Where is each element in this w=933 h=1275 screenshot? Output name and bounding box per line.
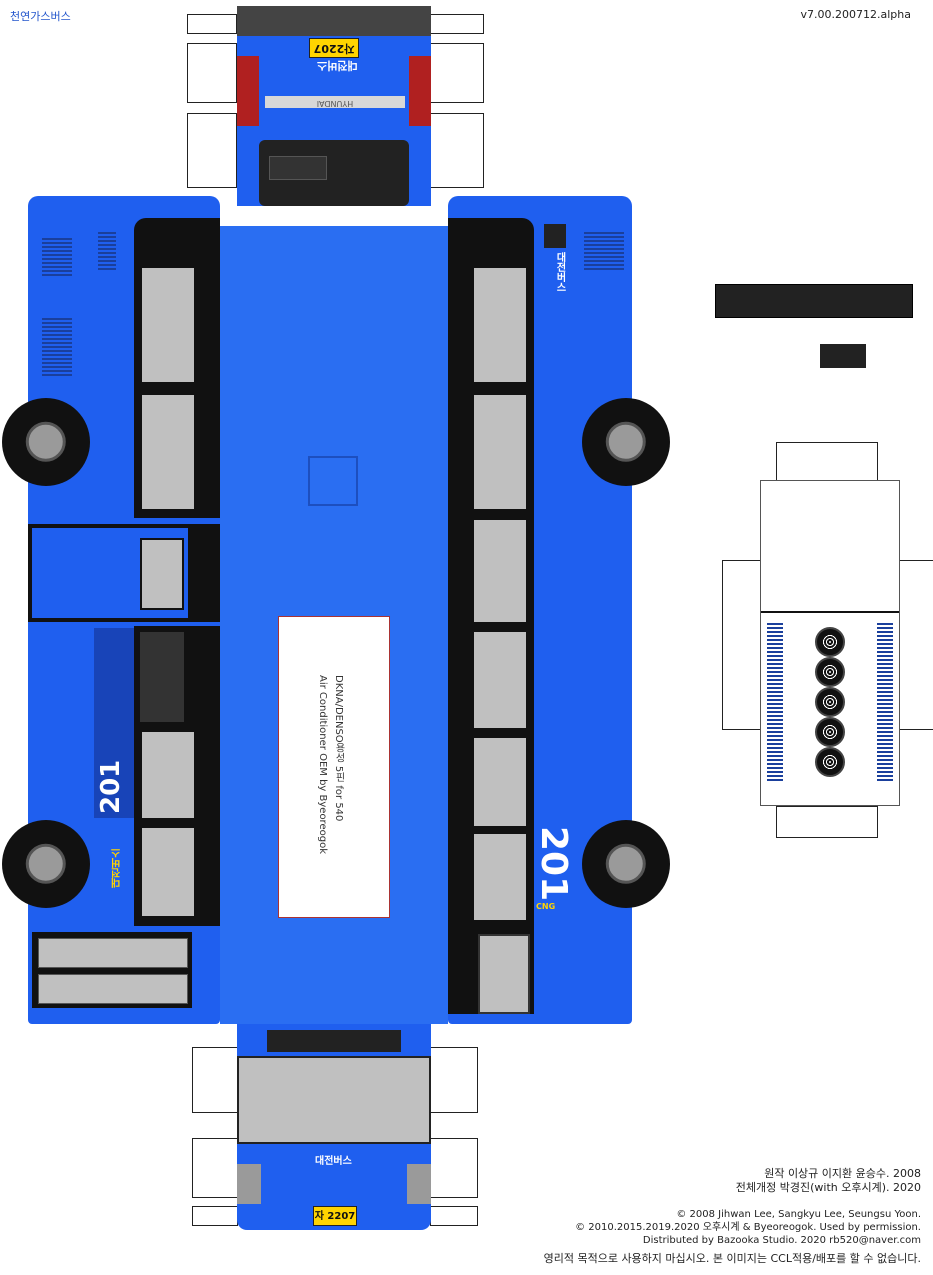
rear-bumper-top — [237, 6, 431, 36]
fan-icon — [815, 687, 845, 717]
window-strip-left-lower — [134, 626, 220, 926]
rear-brand-bar: HYUNDAI — [265, 96, 405, 108]
side-window — [140, 826, 196, 918]
side-window — [472, 736, 528, 828]
glue-tab — [192, 1047, 238, 1113]
engine-louver — [38, 974, 188, 1004]
vent-grille — [42, 236, 72, 276]
route-number-left: 201 — [96, 759, 126, 814]
wheel-icon — [2, 398, 90, 486]
vent-grille — [767, 621, 783, 781]
fan-icon — [815, 657, 845, 687]
engine-louver — [38, 938, 188, 968]
door-window — [140, 538, 184, 610]
vent-grille — [42, 316, 72, 376]
fan-icon — [815, 627, 845, 657]
side-window — [472, 266, 528, 384]
glue-tab — [192, 1206, 238, 1226]
glue-tab — [192, 1138, 238, 1198]
window-strip-left-upper — [134, 218, 220, 518]
side-window — [472, 832, 528, 922]
roof-panel: Air Conditioner OEM by Byeoreogok DKNA/D… — [220, 226, 448, 1024]
front-company-label: 대전버스 — [315, 1156, 352, 1167]
front-door-window — [478, 934, 530, 1014]
version-label: v7.00.200712.alpha — [800, 8, 911, 21]
front-panel: 대전버스 자 2207 — [237, 1024, 431, 1230]
rear-company-label: 대전버스 — [317, 59, 358, 72]
rear-window — [259, 140, 409, 206]
credit-distribution: Distributed by Bazooka Studio. 2020 rb52… — [642, 1235, 921, 1246]
dark-window — [140, 632, 184, 722]
engine-door — [32, 932, 192, 1008]
credit-revision: 전체개정 박경진(with 오후시계). 2020 — [735, 1181, 921, 1194]
side-vent — [544, 224, 566, 248]
side-window — [472, 518, 528, 624]
wheel-icon — [2, 820, 90, 908]
front-destination-sign — [267, 1030, 401, 1052]
right-company-text: 대전버스 — [554, 252, 565, 292]
ac-text-2: DKNA/DENSO용성 5핀 for 540 — [333, 675, 344, 822]
usage-notice: 영리적 목적으로 사용하지 마십시오. 본 이미지는 CCL적용/배포를 할 수… — [543, 1252, 921, 1265]
cng-badge: CNG — [536, 902, 556, 911]
roof-hatch — [308, 456, 358, 506]
side-window — [140, 393, 196, 511]
glue-tab — [430, 1138, 478, 1198]
glue-tab — [722, 560, 762, 730]
rear-lamp-left — [237, 56, 259, 126]
glue-tab — [898, 560, 933, 730]
headlamp-left — [237, 1164, 261, 1204]
credit-original: 원작 이상규 이지환 윤승수. 2008 — [764, 1167, 921, 1180]
ac-text-1: Air Conditioner OEM by Byeoreogok — [317, 675, 328, 854]
sheet-title: 천연가스버스 — [10, 10, 71, 23]
side-company-text: 대전버스 — [112, 848, 123, 888]
rear-panel: 자2207 대전버스 HYUNDAI — [237, 36, 431, 206]
side-window — [140, 266, 196, 384]
ac-unit-label: Air Conditioner OEM by Byeoreogok DKNA/D… — [278, 616, 390, 918]
spare-sign-small — [820, 344, 866, 368]
fan-icon — [815, 717, 845, 747]
glue-tab — [776, 442, 878, 482]
glue-tab — [430, 1206, 478, 1226]
glue-tab — [776, 806, 878, 838]
left-door — [28, 524, 220, 622]
spare-destination-sign — [715, 284, 913, 318]
side-window — [472, 630, 528, 730]
glue-tab — [187, 113, 237, 188]
side-window — [472, 393, 528, 511]
credit-copyright-1: © 2008 Jihwan Lee, Sangkyu Lee, Seungsu … — [676, 1209, 921, 1220]
glue-tab — [187, 14, 237, 34]
vent-grille — [584, 230, 624, 270]
glue-tab — [430, 1047, 478, 1113]
window-strip-right — [448, 218, 534, 1014]
rear-plate: 자2207 — [309, 38, 359, 58]
rear-lamp-right — [409, 56, 431, 126]
fan-icon — [815, 747, 845, 777]
route-panel: 201 — [94, 628, 134, 818]
glue-tab — [187, 43, 237, 103]
fold-line — [761, 611, 899, 613]
wheel-icon — [582, 820, 670, 908]
route-number-right: 201 — [533, 826, 574, 902]
side-window — [140, 730, 196, 820]
rear-destination-sign — [269, 156, 327, 180]
wheel-icon — [582, 398, 670, 486]
vent-grille — [98, 230, 116, 270]
front-plate: 자 2207 — [313, 1206, 357, 1226]
windshield — [237, 1056, 431, 1144]
credit-copyright-2: © 2010.2015.2019.2020 오후시계 & Byeoreogok.… — [575, 1222, 921, 1233]
headlamp-right — [407, 1164, 431, 1204]
vent-grille — [877, 621, 893, 781]
roof-underside-piece — [760, 480, 900, 806]
